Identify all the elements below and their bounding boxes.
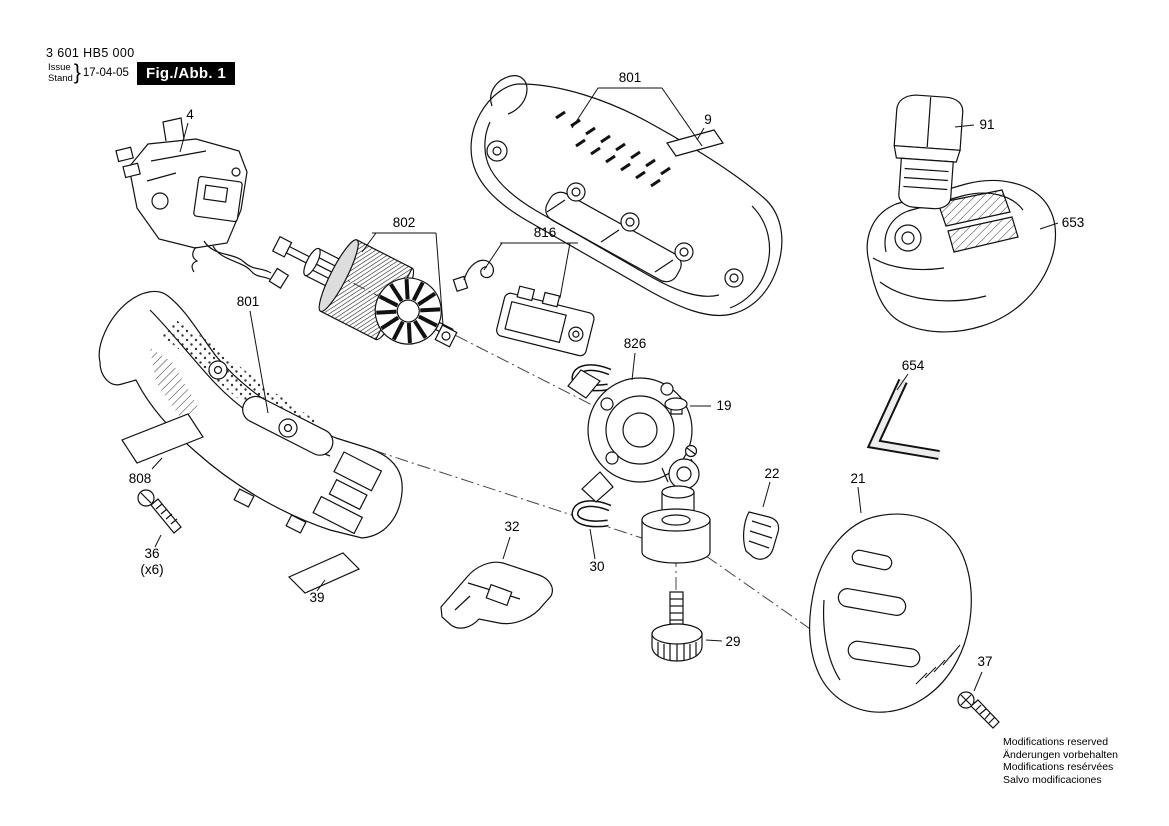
pad-39-drawing [287, 552, 361, 594]
callout-36: 36 [144, 546, 159, 561]
footer-line-fr: Modifications resérvées [1003, 761, 1114, 773]
issue-date: 17-04-05 [82, 67, 129, 79]
screw-36-drawing [137, 489, 182, 534]
callout-4: 4 [186, 107, 194, 122]
housing-top-drawing [470, 75, 783, 317]
callout-654: 654 [902, 358, 925, 373]
callout-22: 22 [764, 466, 779, 481]
callout-802: 802 [393, 215, 416, 230]
cover-21-drawing [809, 513, 972, 713]
callout-91: 91 [979, 117, 994, 132]
screw-37-drawing [957, 691, 1000, 729]
label-plate-808-drawing [121, 413, 204, 464]
fan-blades [376, 278, 441, 344]
callout-9: 9 [704, 112, 712, 127]
callout-808: 808 [129, 471, 152, 486]
brace-glyph: } [73, 61, 81, 84]
callout-653: 653 [1062, 215, 1085, 230]
vent-slots-row1 [555, 110, 671, 176]
gear-head-drawing [567, 369, 711, 564]
part-9-drawing [666, 129, 724, 157]
callout-36-qty: (x6) [140, 562, 163, 577]
callout-30: 30 [589, 559, 604, 574]
housing-bottom-drawing [98, 290, 403, 539]
callout-32: 32 [504, 519, 519, 534]
charger-drawing [866, 179, 1056, 333]
footer-line-de: Änderungen vorbehalten [1003, 748, 1119, 761]
callout-21: 21 [850, 471, 865, 486]
stand-label: Stand [48, 73, 73, 84]
callout-29: 29 [725, 634, 740, 649]
leader-lines [151, 87, 1059, 692]
electronics-module-drawing [452, 259, 595, 357]
bracket-32-drawing [440, 561, 553, 629]
cap-19-drawing [664, 397, 688, 415]
callout-826: 826 [624, 336, 647, 351]
callout-816: 816 [534, 225, 557, 240]
modifications-note: Modifications reserved Änderungen vorbeh… [1003, 736, 1118, 786]
callout-19: 19 [716, 398, 731, 413]
issue-label: Issue [48, 62, 71, 73]
footer-line-es: Salvo modificaciones [1003, 773, 1102, 786]
clip-30b-drawing [571, 500, 612, 528]
callout-801-bottom: 801 [237, 294, 260, 309]
nut-drawing [434, 324, 458, 348]
armature-drawing [271, 235, 454, 345]
footer-line-en: Modifications reserved [1003, 736, 1109, 748]
issue-stand-block: Issue Stand } 17-04-05 [48, 61, 129, 85]
figure-label: Fig./Abb. 1 [137, 62, 235, 85]
vent-slots-row2 [575, 138, 661, 188]
callout-801-top: 801 [619, 70, 642, 85]
model-number: 3 601 HB5 000 [46, 46, 135, 60]
knob-29-drawing [651, 591, 703, 662]
callout-39: 39 [309, 590, 324, 605]
switch-assembly-drawing [115, 117, 290, 289]
callout-labels: 4 801 9 91 653 802 816 826 654 19 22 21 … [129, 70, 1085, 669]
battery-drawing [893, 94, 964, 210]
callout-37: 37 [977, 654, 992, 669]
clip-22-drawing [743, 511, 780, 560]
hex-key-654-drawing [866, 378, 940, 460]
